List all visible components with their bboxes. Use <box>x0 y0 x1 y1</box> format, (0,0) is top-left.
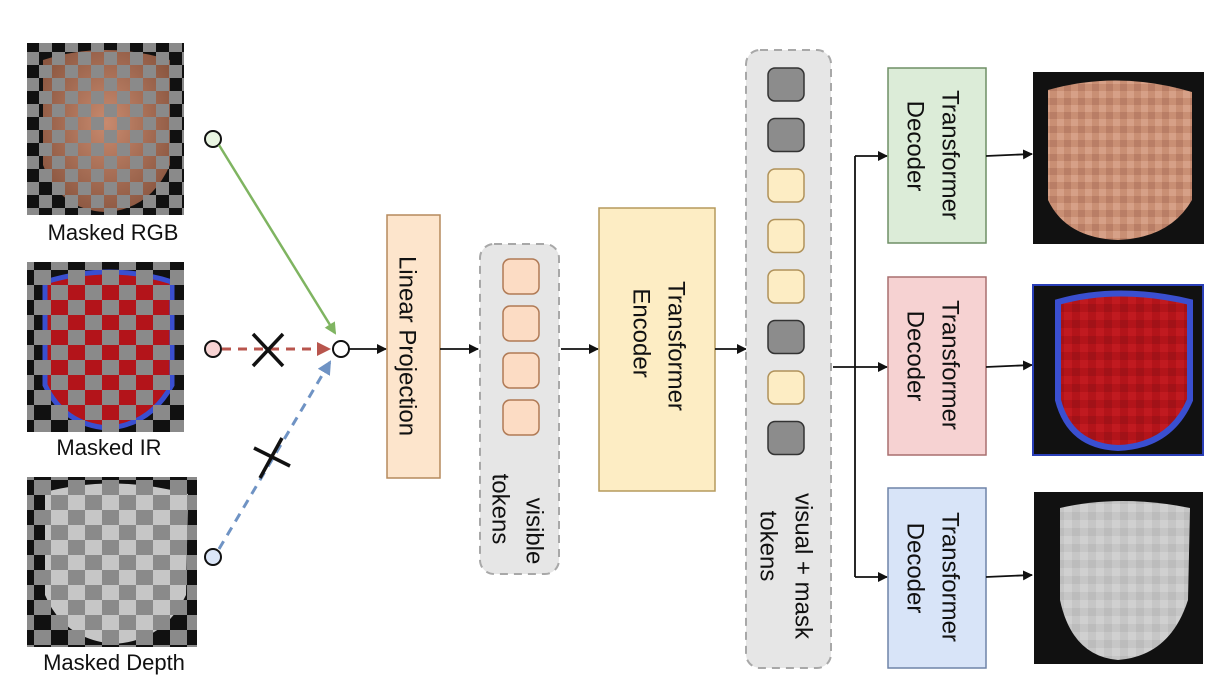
visible-tokens-line2: tokens <box>487 474 514 545</box>
visible-tokens-line1: visible <box>521 498 548 565</box>
mask-tokens-line1: visual + mask <box>790 493 817 640</box>
decoder-ir-block: Transformer Decoder <box>887 276 987 456</box>
visual-token <box>767 370 805 405</box>
encoder-line1: Transformer <box>663 281 690 411</box>
masked-depth-image <box>27 477 197 647</box>
visual-token <box>767 269 805 304</box>
visible-token <box>502 258 540 295</box>
visible-token <box>502 305 540 342</box>
decoder-rgb-block: Transformer Decoder <box>887 67 987 244</box>
reconstructed-depth-image <box>1034 492 1203 664</box>
decoder-rgb-line1: Transformer <box>937 90 964 220</box>
arrow-to-depth-output <box>985 570 1033 581</box>
decoder-depth-block: Transformer Decoder <box>887 487 987 669</box>
masked-rgb-image <box>27 43 184 215</box>
encoder-line2: Encoder <box>628 288 655 377</box>
merge-node <box>332 340 350 358</box>
depth-cross-icon <box>253 437 291 479</box>
linear-projection-block: Linear Projection <box>386 214 441 479</box>
masked-depth-label: Masked Depth <box>43 650 185 675</box>
arrow-to-rgb-output <box>985 149 1033 160</box>
visible-token <box>502 399 540 436</box>
decoder-ir-line2: Decoder <box>902 311 929 402</box>
arrow-to-ir-output <box>985 360 1033 371</box>
mask-token <box>767 67 805 102</box>
decoder-ir-line1: Transformer <box>937 300 964 430</box>
decoder-rgb-line2: Decoder <box>902 101 929 192</box>
reconstructed-rgb-image <box>1033 72 1204 244</box>
mask-token <box>767 420 805 456</box>
ir-cross-icon <box>251 332 285 368</box>
mask-tokens-line2: tokens <box>755 511 782 582</box>
visual-token <box>767 168 805 203</box>
visible-tokens-group: visible tokens <box>479 243 560 575</box>
rgb-connector <box>204 130 337 335</box>
decoder-branch-lines <box>833 151 888 582</box>
visible-token-stack <box>502 258 540 436</box>
masked-ir-image <box>27 262 184 432</box>
ir-connector-dropped <box>204 332 331 368</box>
transformer-encoder-block: Transformer Encoder <box>598 207 716 492</box>
mask-token-stack <box>767 67 805 456</box>
linear-projection-label: Linear Projection <box>394 256 421 436</box>
reconstructed-ir-image <box>1032 284 1204 456</box>
mask-token <box>767 319 805 355</box>
visible-token <box>502 352 540 389</box>
mask-token <box>767 117 805 153</box>
masked-rgb-label: Masked RGB <box>48 220 179 245</box>
decoder-depth-line1: Transformer <box>937 512 964 642</box>
masked-ir-label: Masked IR <box>56 435 161 460</box>
depth-connector-dropped <box>204 360 332 566</box>
visual-token <box>767 218 805 254</box>
mask-tokens-group: visual + mask tokens <box>745 49 832 669</box>
decoder-depth-line2: Decoder <box>902 523 929 614</box>
